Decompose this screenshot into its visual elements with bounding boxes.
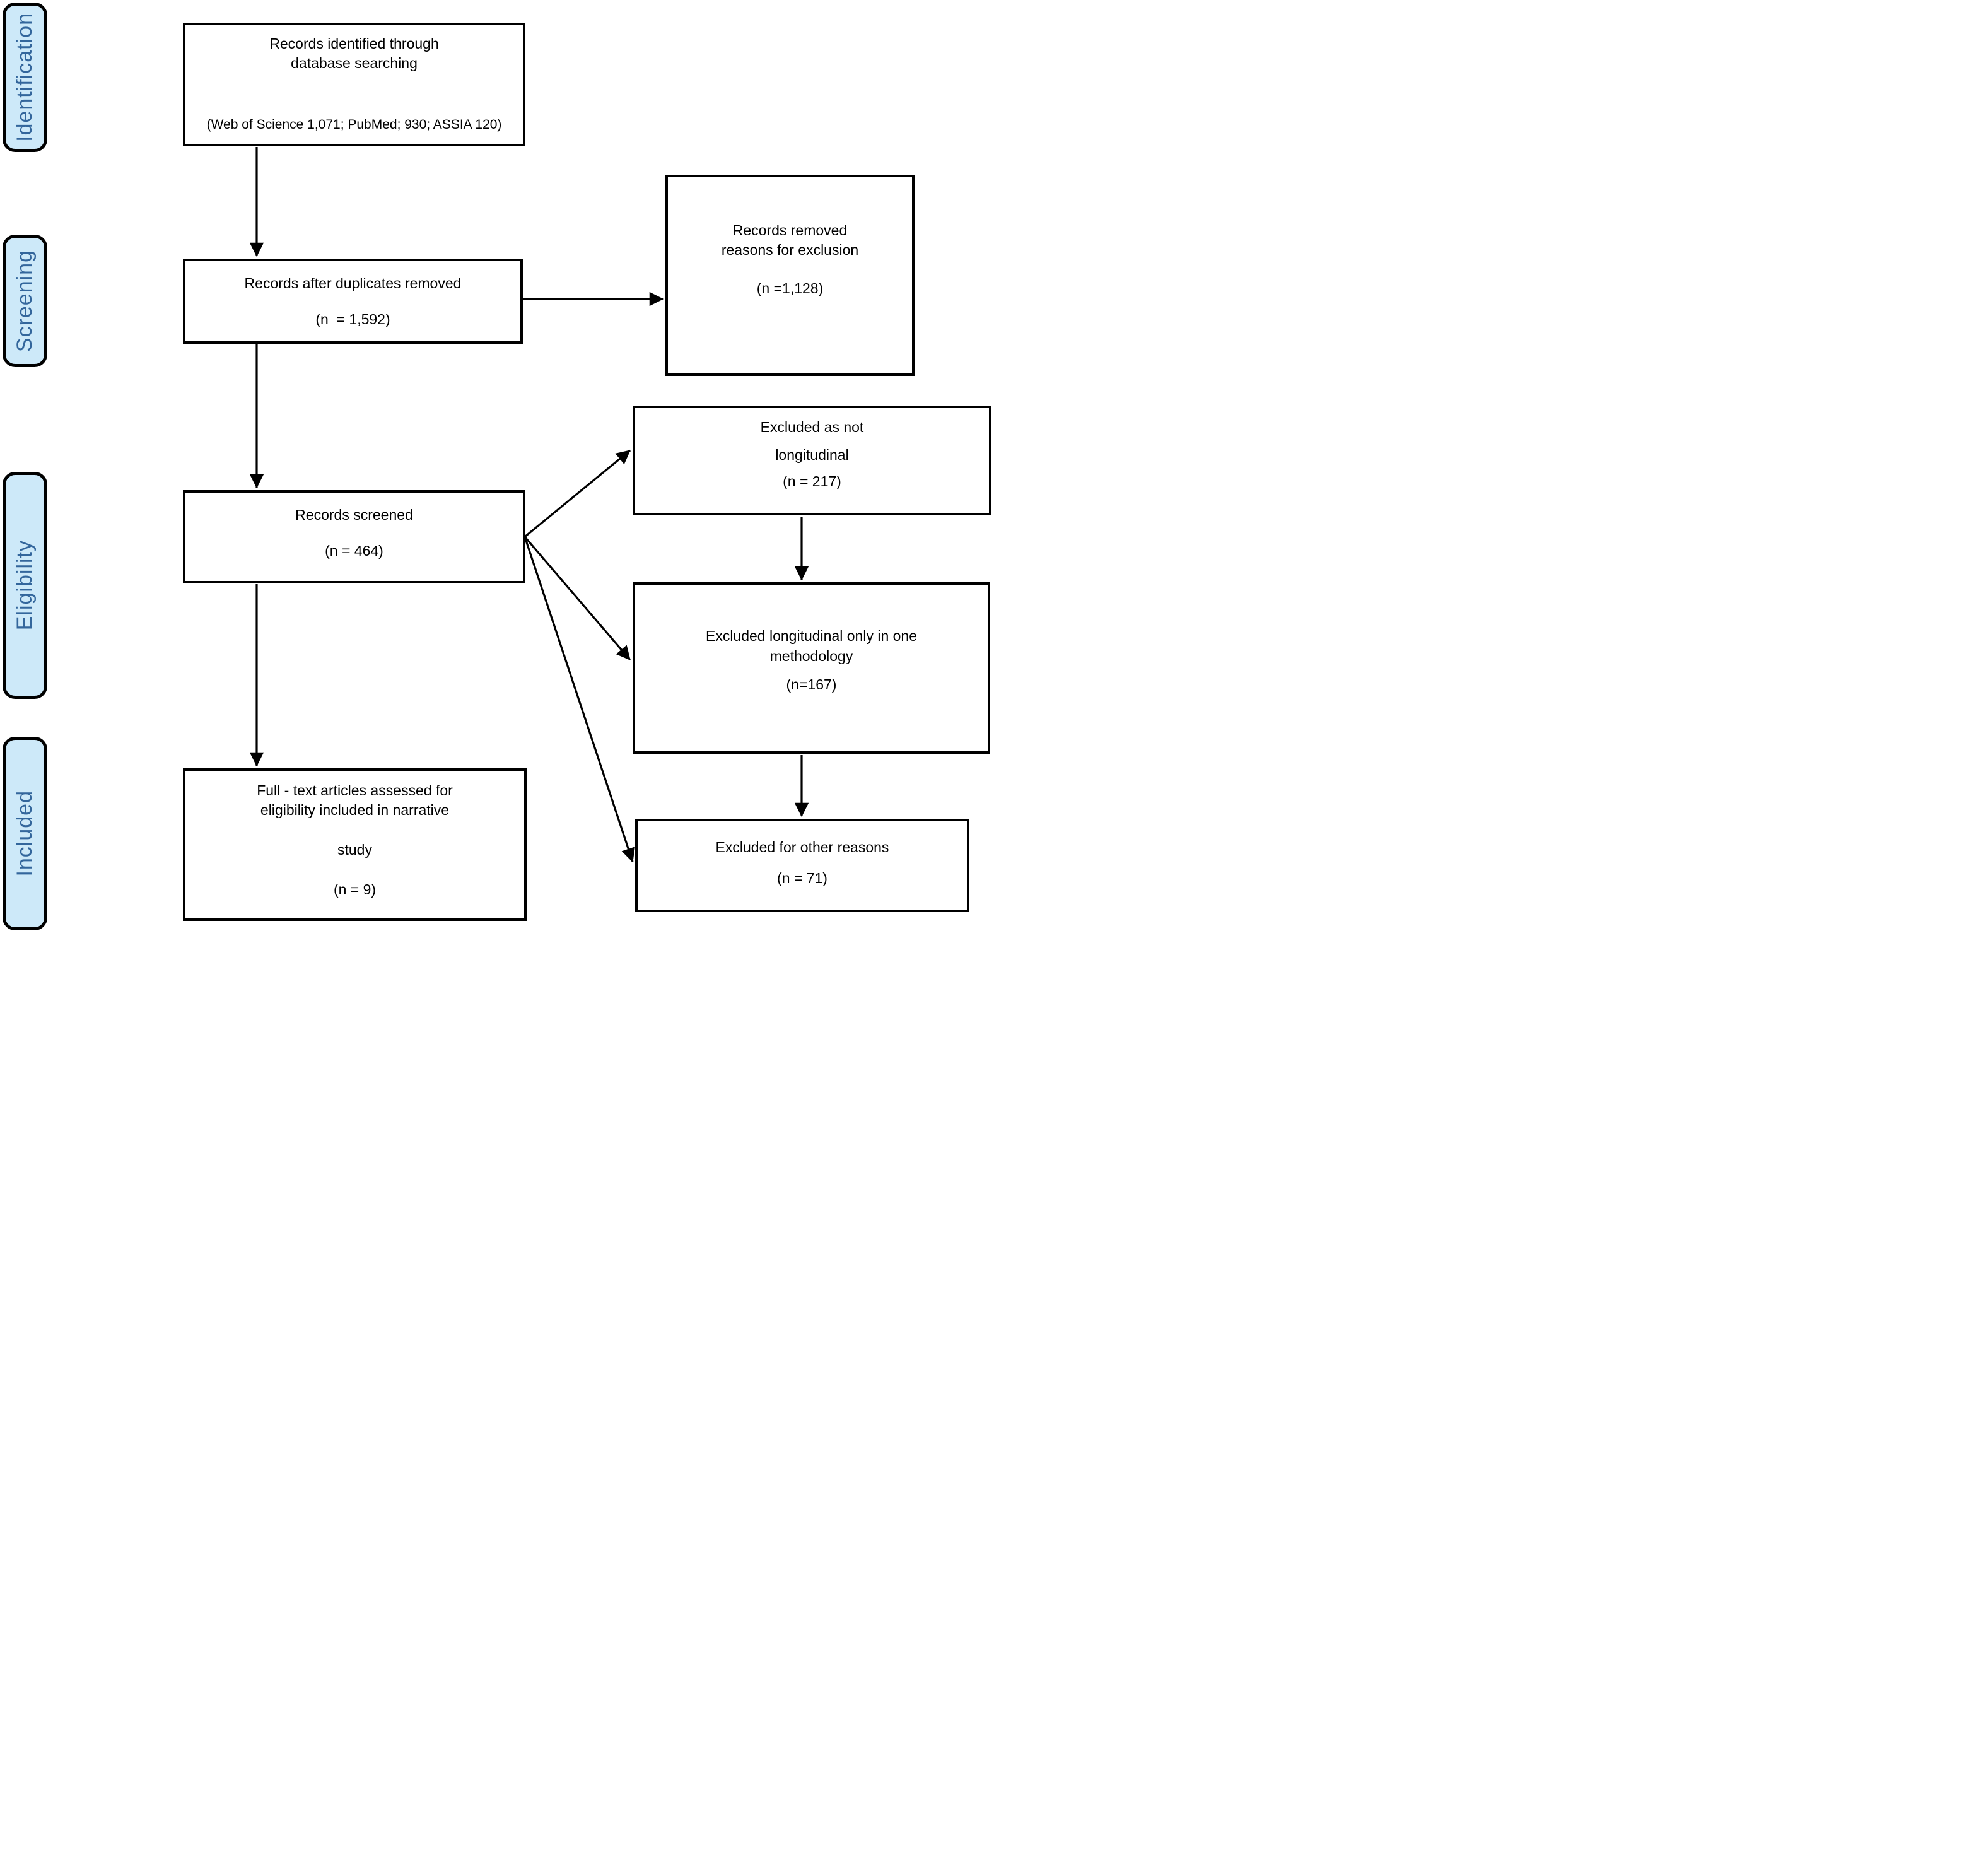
stage-label-text: Screening <box>13 249 37 353</box>
flow-arrows <box>249 147 809 863</box>
arrow-screened-to-not-longitudinal <box>523 449 631 538</box>
box-count: (n = 9) <box>333 881 377 898</box>
box-excluded-one-methodology: Excluded longitudinal only in one method… <box>633 582 990 754</box>
stage-label-screening: Screening <box>3 235 47 367</box>
box-excluded-other-reasons: Excluded for other reasons (n = 71) <box>635 819 969 912</box>
box-count: (n=167) <box>786 676 837 693</box>
box-count: (n = 1,592) <box>315 311 390 328</box>
box-count: (n = 217) <box>783 473 841 489</box>
box-count: (n =1,128) <box>756 280 824 297</box>
box-source-note: (Web of Science 1,071; PubMed; 930; ASSI… <box>206 117 502 132</box>
box-records-screened: Records screened (n = 464) <box>183 490 525 583</box>
box-records-identified: Records identified through database sear… <box>183 23 525 146</box>
stage-label-text: Included <box>13 790 37 877</box>
box-title-line: reasons for exclusion <box>721 241 859 258</box>
box-fulltext-assessed: Full - text articles assessed for eligib… <box>183 768 527 921</box>
box-records-after-duplicates-removed: Records after duplicates removed (n = 1,… <box>183 259 523 344</box>
box-excluded-not-longitudinal: Excluded as not longitudinal (n = 217) <box>633 406 991 515</box>
arrow-screened-to-one-methodology <box>523 536 631 661</box>
box-title-line: methodology <box>769 648 853 665</box>
box-title: Excluded for other reasons <box>715 838 889 855</box>
box-title: Records identified through database sear… <box>269 34 439 73</box>
box-records-removed: Records removed reasons for exclusion (n… <box>665 175 915 376</box>
box-title-line: Excluded as not <box>760 419 864 435</box>
box-title-line: Records identified through <box>269 35 439 52</box>
box-title-line: study <box>337 841 372 859</box>
box-title-line: longitudinal <box>775 447 849 463</box>
stage-label-text: Eligibility <box>13 540 37 631</box>
box-count: (n = 71) <box>777 870 827 886</box>
stage-label-eligibility: Eligibility <box>3 472 47 699</box>
stage-label-included: Included <box>3 737 47 930</box>
box-title-line: Excluded longitudinal only in one <box>705 628 918 645</box>
box-title-line: Full - text articles assessed for <box>257 782 453 799</box>
box-count: (n = 464) <box>325 542 383 560</box>
arrow-screened-to-other-reasons <box>523 536 635 863</box>
box-title-line: Records removed <box>732 221 848 238</box>
stage-label-identification: Identification <box>3 3 47 152</box>
box-title: Records after duplicates removed <box>244 275 462 291</box>
stage-label-text: Identification <box>13 13 37 142</box>
box-title-line: eligibility included in narrative <box>260 802 450 819</box>
box-title: Records screened <box>295 507 413 523</box>
prisma-flow-diagram: Identification Screening Eligibility Inc… <box>0 0 994 932</box>
box-title-line: database searching <box>291 55 418 72</box>
